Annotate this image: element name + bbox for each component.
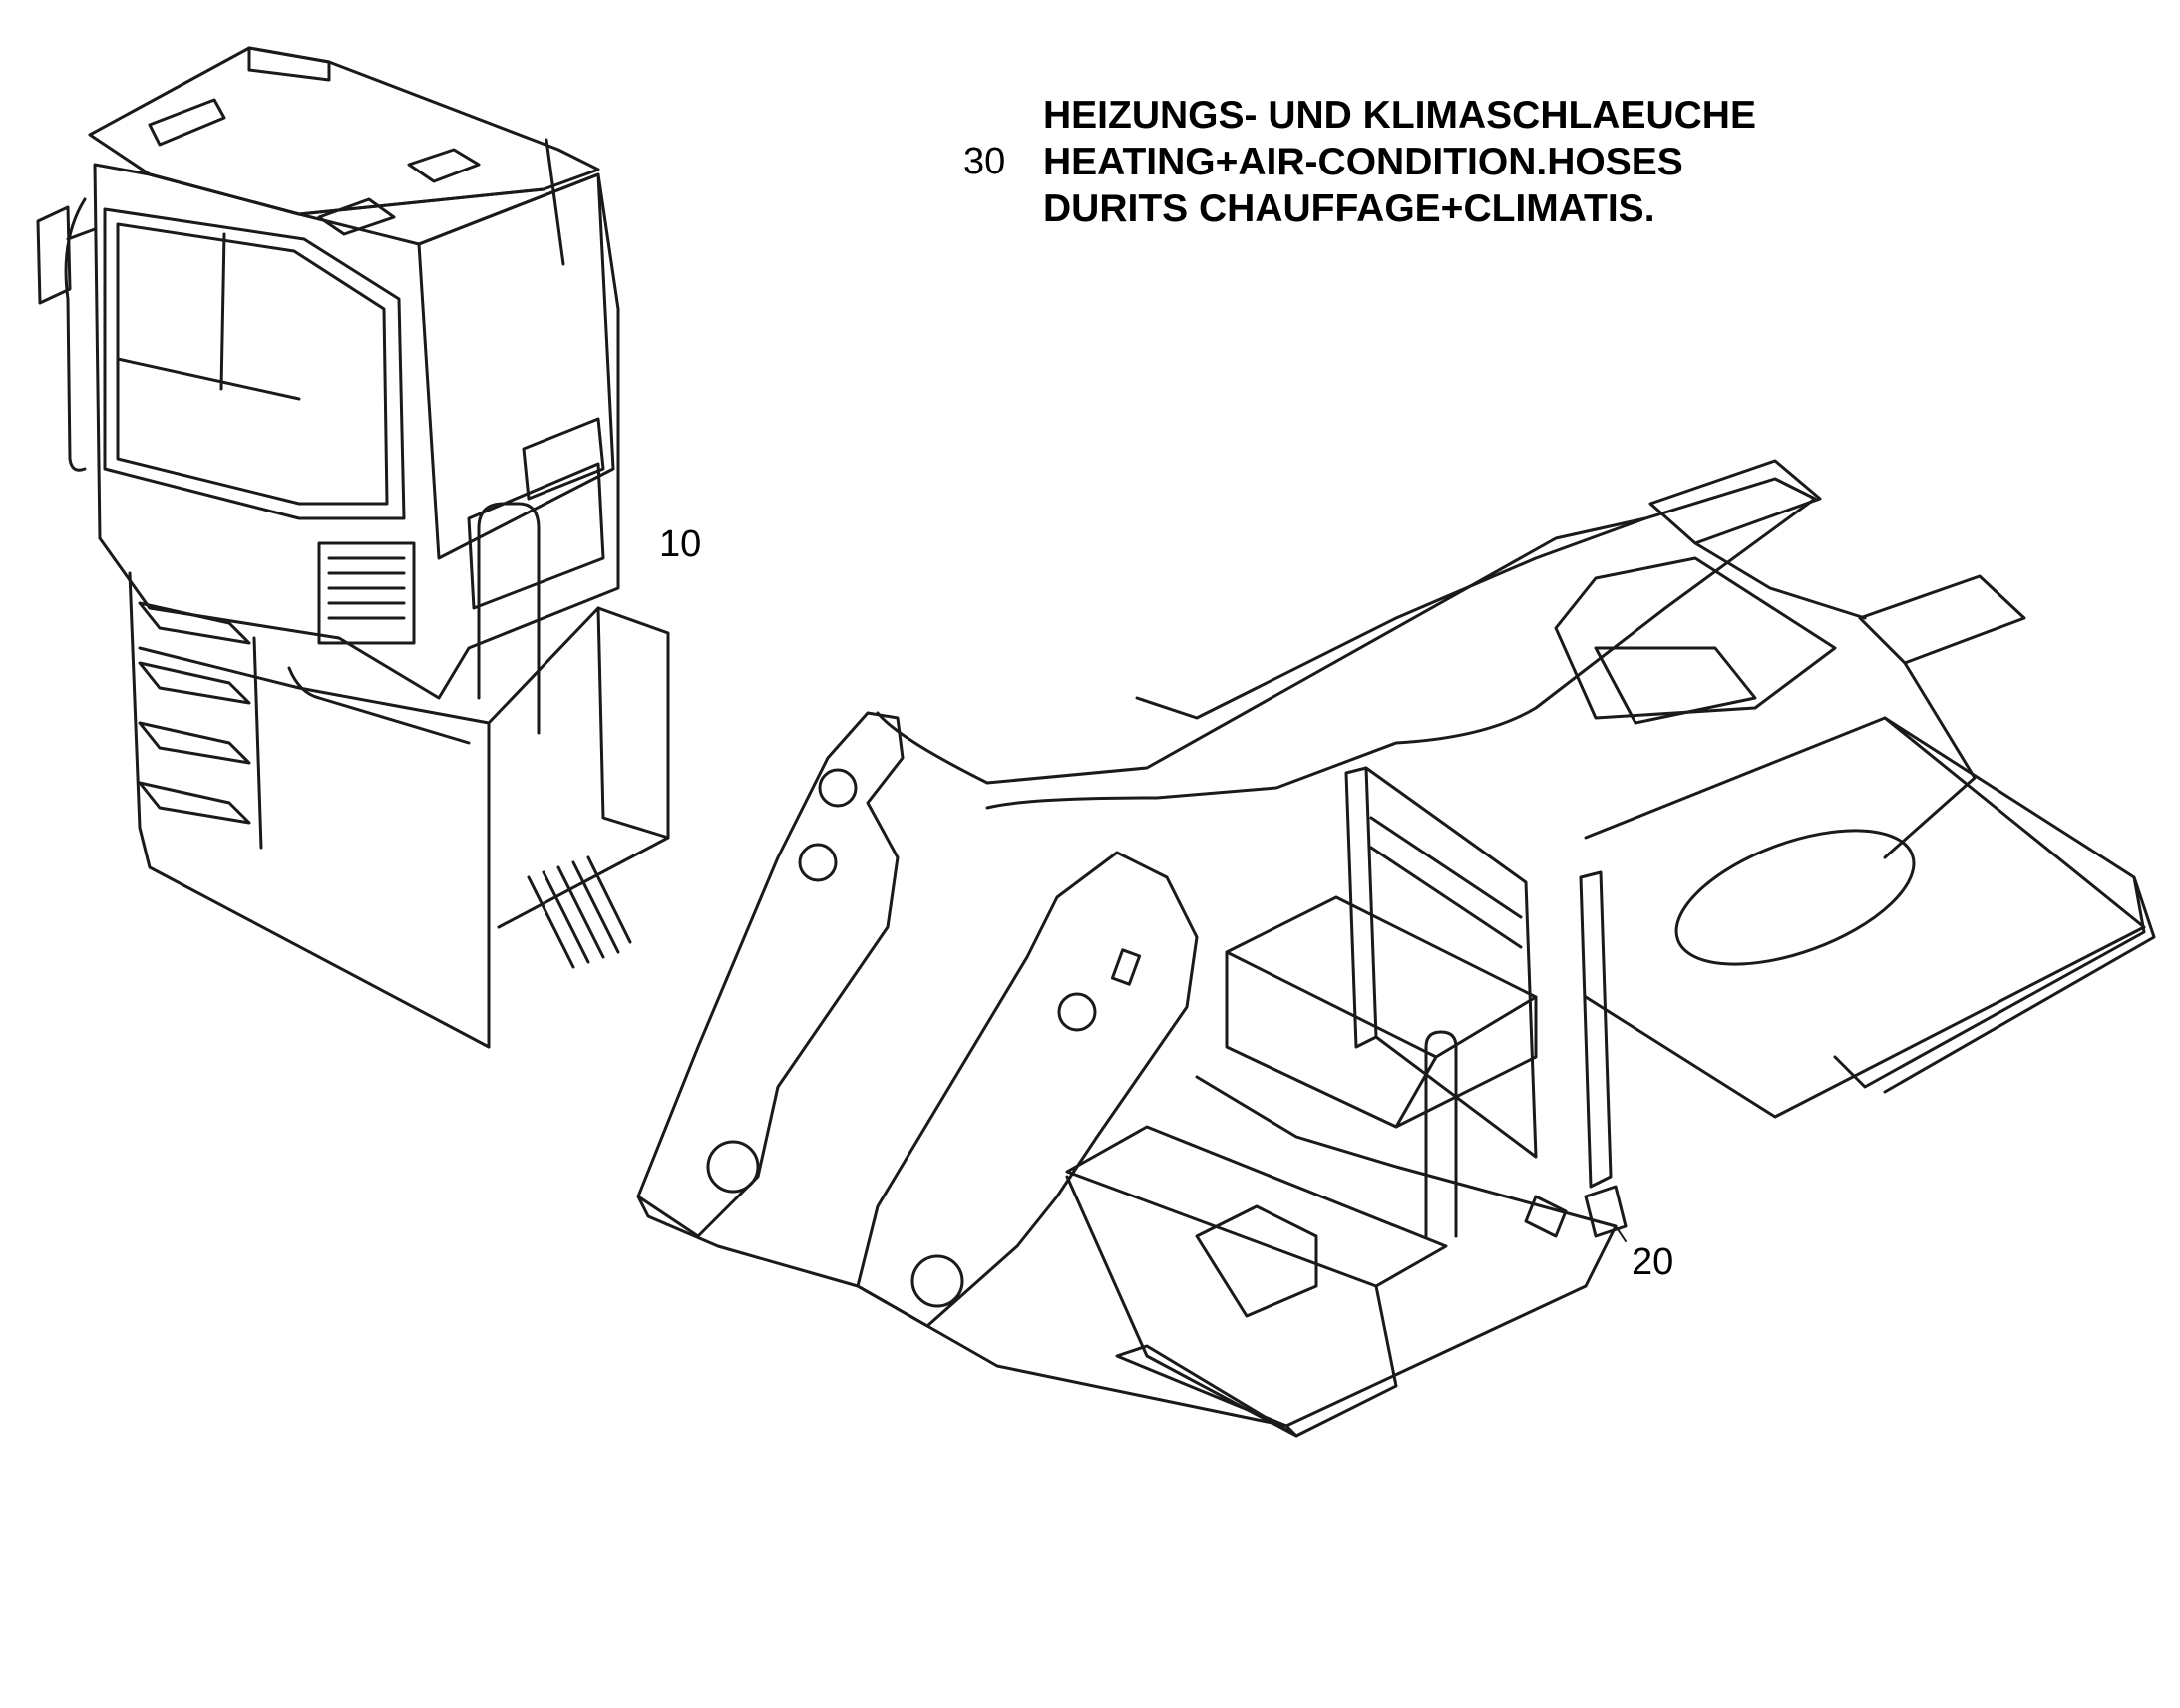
cab-side-panel xyxy=(417,172,615,560)
leader-line-20 xyxy=(1615,1225,1627,1242)
tool-box xyxy=(1225,895,1538,1129)
step-plate xyxy=(1065,1125,1448,1438)
side-window xyxy=(467,417,605,610)
door-window xyxy=(116,222,389,506)
box-grab-handle xyxy=(1424,1030,1458,1238)
center-opening-inner xyxy=(1594,646,1757,725)
hose-bundle xyxy=(527,855,632,969)
pivot-hole-5 xyxy=(910,1254,964,1308)
side-vent xyxy=(317,541,416,645)
callout-20: 20 xyxy=(1632,1241,1674,1283)
description-french: DURITS CHAUFFAGE+CLIMATIS. xyxy=(1043,187,1655,230)
pivot-hole-1 xyxy=(818,768,858,808)
rear-floor xyxy=(1584,716,2146,1119)
description-german: HEIZUNGS- UND KLIMASCHLAEUCHE xyxy=(1043,94,1756,137)
rear-module xyxy=(487,606,670,929)
upright-frame-right xyxy=(1579,870,1613,1189)
cab-door xyxy=(103,207,406,520)
rear-oval-cutout xyxy=(1674,829,1916,966)
door-window-divider xyxy=(116,232,301,401)
frame-assembly xyxy=(636,459,2156,1438)
step-3 xyxy=(138,721,251,765)
cab-base xyxy=(138,646,491,1049)
side-vent-slats xyxy=(327,556,406,620)
roof-hatch-2 xyxy=(317,197,396,236)
boom-mount-left xyxy=(636,711,905,1238)
leader-lines xyxy=(1615,1225,1627,1242)
upright-frame-left xyxy=(1344,766,1378,1049)
rear-side-wall xyxy=(1833,716,2156,1094)
center-opening xyxy=(1554,556,1837,720)
front-grab-rail xyxy=(477,502,541,735)
cab-handrail-left xyxy=(64,197,87,472)
step-ladder xyxy=(128,571,263,850)
roof-hatch-1 xyxy=(407,148,481,183)
step-2 xyxy=(138,661,251,705)
pivot-hole-3 xyxy=(706,1140,760,1194)
side-mirror xyxy=(36,205,97,305)
cab-roof xyxy=(88,46,600,216)
cab-assembly xyxy=(36,46,670,1049)
boom-mount-right xyxy=(856,851,1199,1328)
cab-body xyxy=(93,163,620,700)
rear-module-edge xyxy=(596,606,670,840)
step-1 xyxy=(138,601,251,645)
pivot-hole-4 xyxy=(1057,992,1097,1032)
front-floor xyxy=(636,1075,1618,1428)
cab-base-rail xyxy=(287,666,471,745)
rear-pad-left xyxy=(1648,459,1822,545)
callout-30: 30 xyxy=(963,141,1006,182)
mount-slot xyxy=(1110,948,1142,986)
callout-10: 10 xyxy=(659,523,702,565)
antenna xyxy=(545,138,565,266)
step-plate-cutout xyxy=(1195,1204,1318,1318)
upright-panel-windows xyxy=(1369,816,1523,949)
frame-top-rail xyxy=(876,477,1817,810)
description-english: HEATING+AIR-CONDITION.HOSES xyxy=(1043,141,1683,183)
roof-beacon xyxy=(148,98,226,147)
skid-plate xyxy=(1115,1344,1298,1438)
rear-frame xyxy=(1135,516,1977,859)
part-description: HEIZUNGS- UND KLIMASCHLAEUCHE HEATING+AI… xyxy=(1043,92,1756,232)
rear-bracket xyxy=(1524,1185,1628,1238)
pivot-hole-2 xyxy=(798,843,838,882)
rear-pad-right xyxy=(1858,574,2026,665)
step-4 xyxy=(138,781,251,825)
